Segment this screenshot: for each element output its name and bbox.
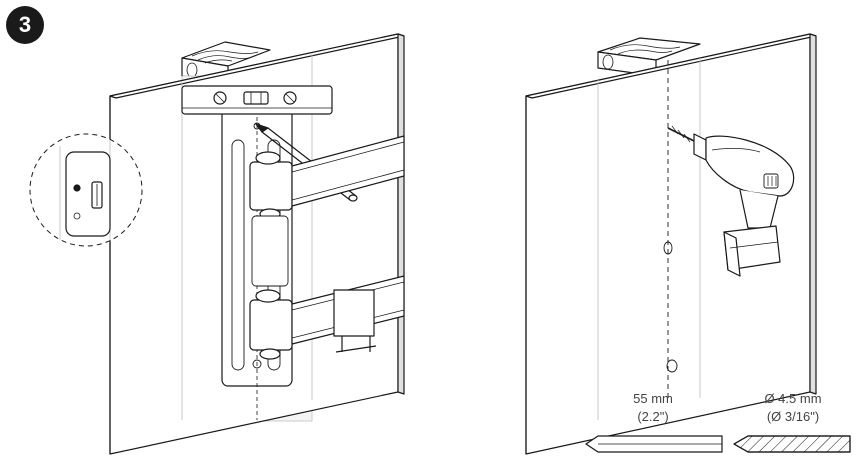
diameter-label: Ø 4.5 mm (Ø 3/16"): [738, 390, 848, 426]
drill-bit-icon: [733, 435, 851, 453]
step-number-badge: 3: [6, 6, 44, 44]
depth-metric: 55 mm: [633, 391, 673, 406]
right-panel: [525, 33, 851, 455]
stud-top-right: [597, 37, 701, 77]
pilot-hole: [666, 359, 678, 373]
spirit-level-icon: [181, 85, 333, 115]
mount-arm-upper: [249, 135, 405, 287]
depth-imperial: (2.2"): [637, 409, 669, 424]
left-panel: [29, 33, 405, 455]
drill-icon: [667, 125, 795, 277]
depth-label: 55 mm (2.2"): [608, 390, 698, 426]
pilot-hole: [663, 241, 673, 255]
diameter-metric: Ø 4.5 mm: [764, 391, 822, 406]
diameter-imperial: (Ø 3/16"): [766, 409, 820, 424]
stud-ghost-right: [597, 58, 701, 420]
detail-inset: [29, 133, 143, 247]
depth-gauge: [585, 435, 723, 453]
mount-arm-lower: [249, 275, 405, 360]
